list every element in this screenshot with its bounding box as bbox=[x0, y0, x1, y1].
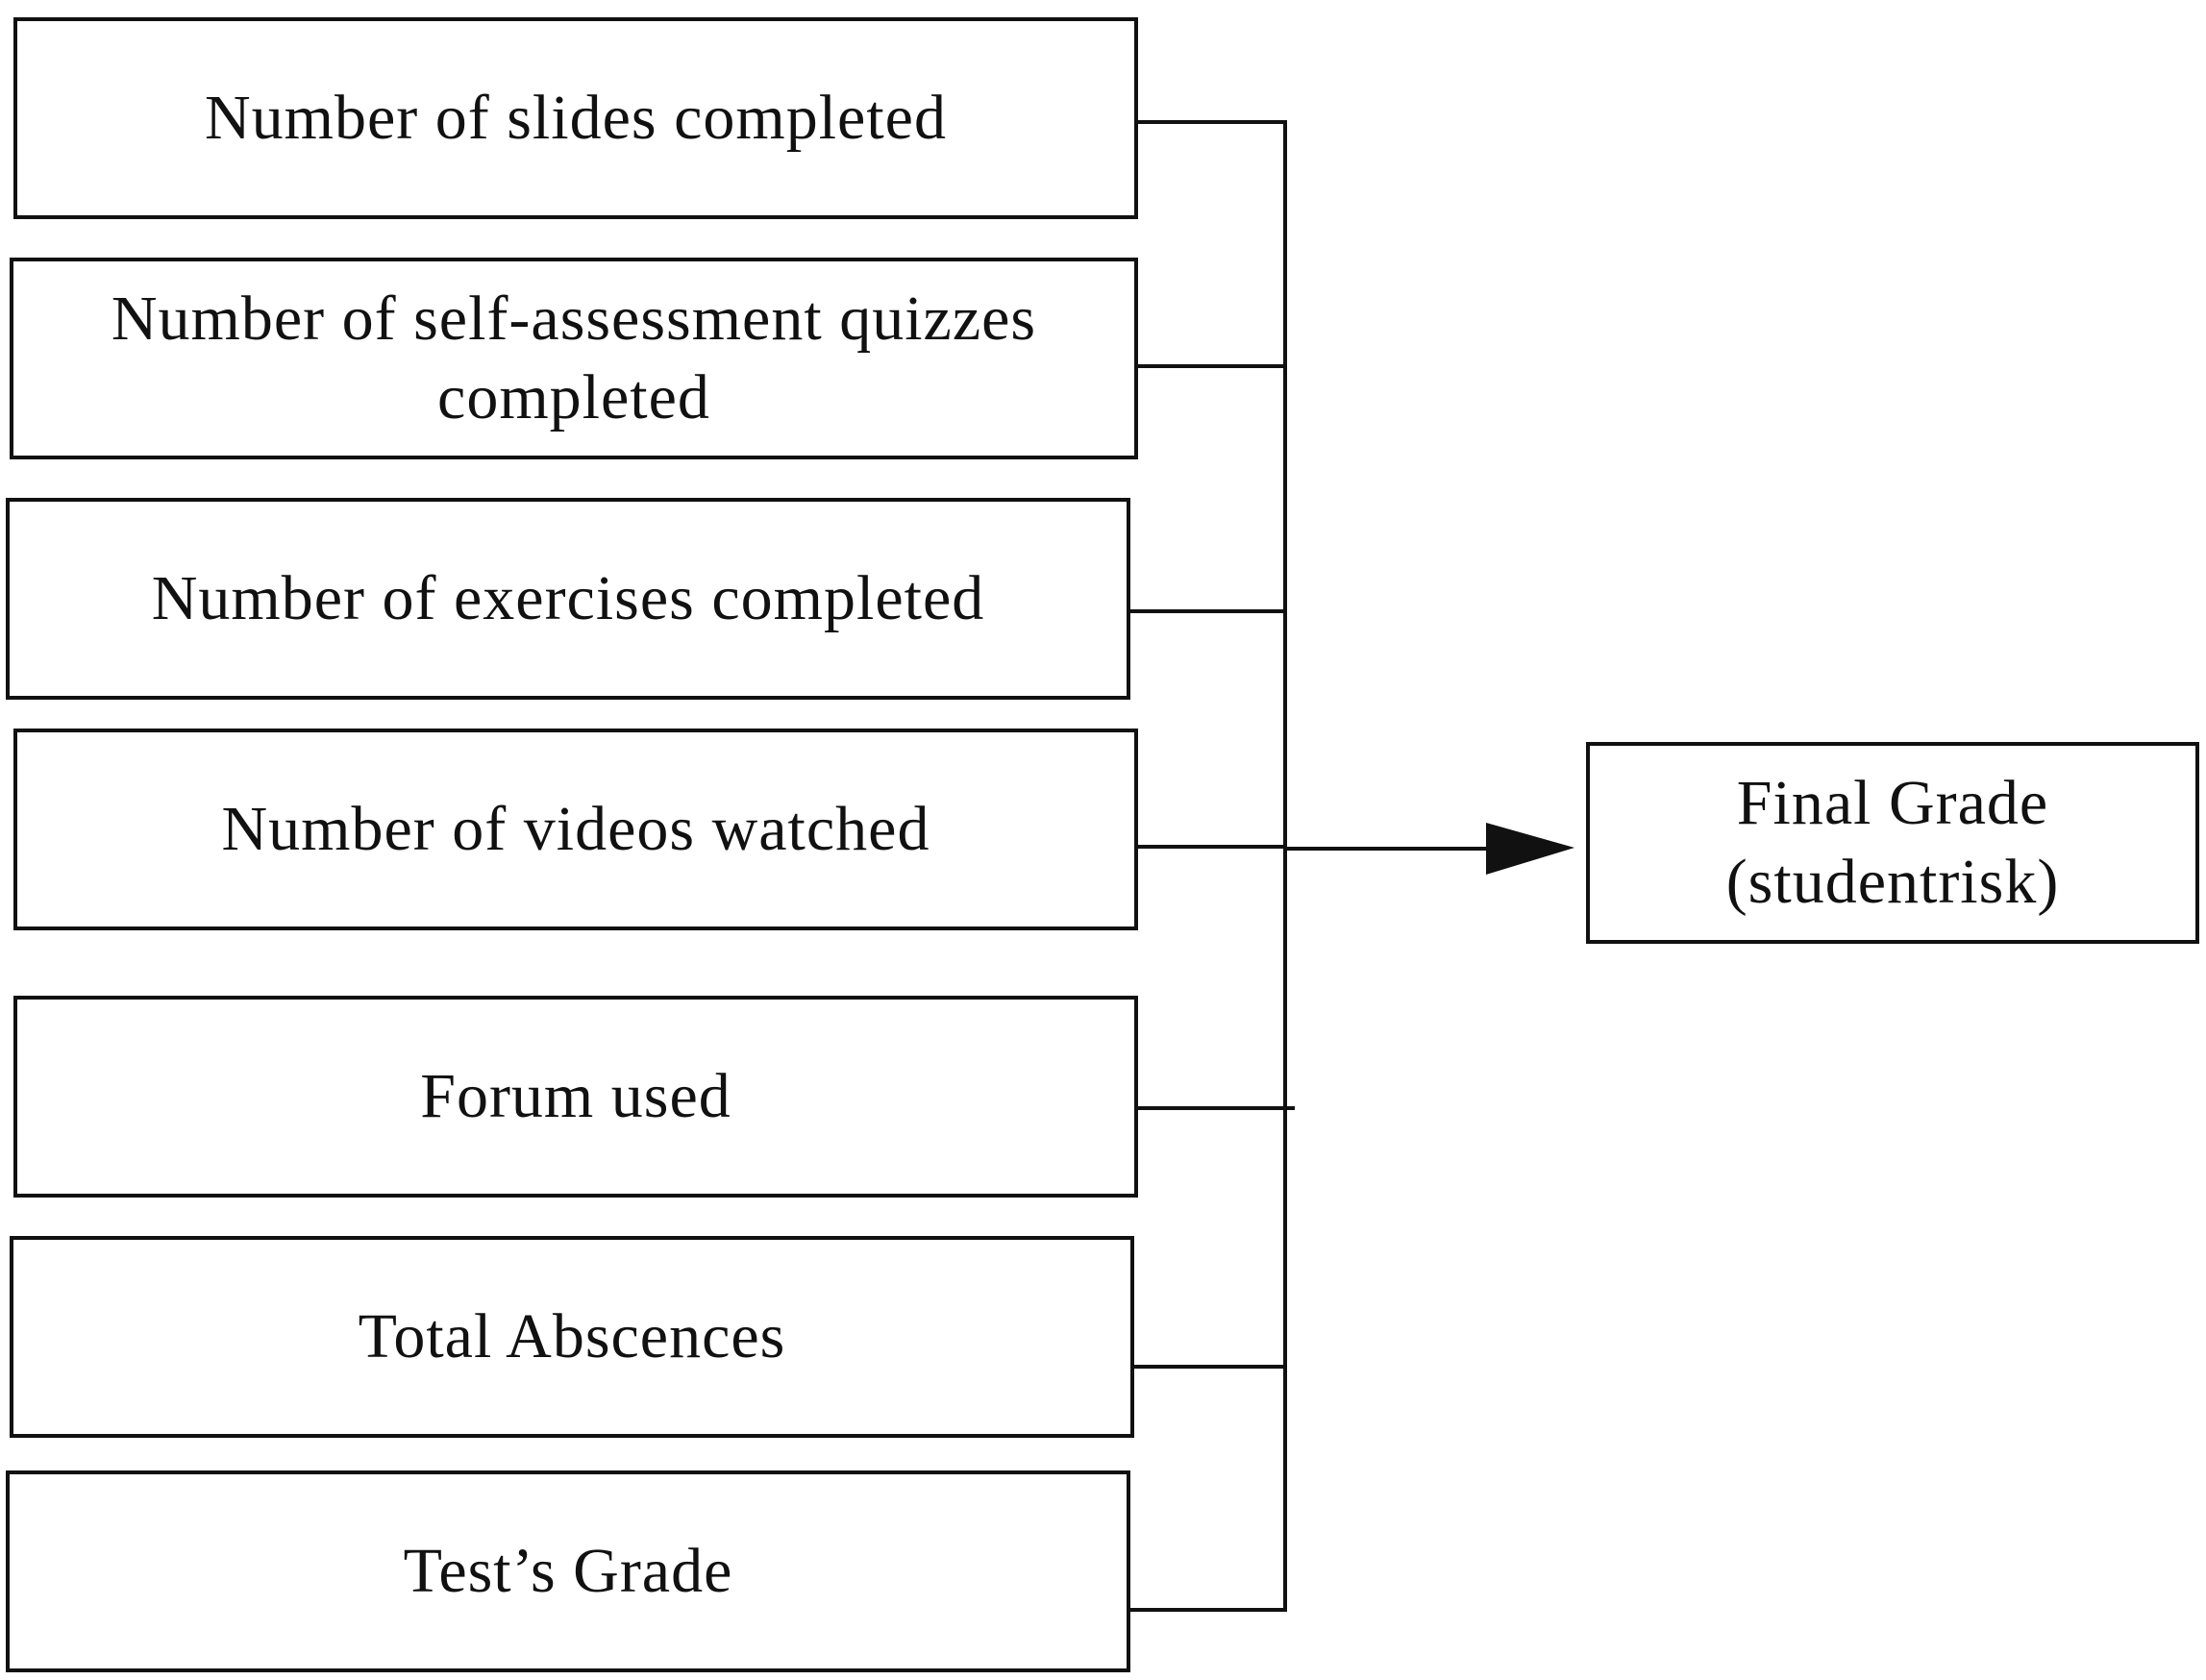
input-box-exercises-completed: Number of exercises completed bbox=[6, 498, 1130, 700]
output-box-final-grade: Final Grade (studentrisk) bbox=[1586, 742, 2199, 944]
input-label-forum-used: Forum used bbox=[420, 1061, 731, 1131]
input-box-forum-used: Forum used bbox=[13, 996, 1138, 1198]
input-label-exercises-completed: Number of exercises completed bbox=[151, 563, 985, 633]
input-box-quizzes-completed: Number of self-assessment quizzes comple… bbox=[10, 258, 1138, 459]
input-label-quizzes-completed: Number of self-assessment quizzes comple… bbox=[111, 284, 1037, 432]
arrow-head bbox=[1486, 823, 1574, 875]
input-box-slides-completed: Number of slides completed bbox=[13, 17, 1138, 219]
input-label-test-grade: Test’s Grade bbox=[403, 1536, 733, 1606]
input-label-total-absences: Total Abscences bbox=[358, 1301, 786, 1371]
input-label-slides-completed: Number of slides completed bbox=[205, 83, 947, 153]
input-box-total-absences: Total Abscences bbox=[10, 1236, 1134, 1438]
input-label-videos-watched: Number of videos watched bbox=[221, 794, 930, 864]
output-label-final-grade: Final Grade (studentrisk) bbox=[1725, 768, 2060, 917]
input-box-videos-watched: Number of videos watched bbox=[13, 729, 1138, 930]
input-box-test-grade: Test’s Grade bbox=[6, 1470, 1130, 1672]
